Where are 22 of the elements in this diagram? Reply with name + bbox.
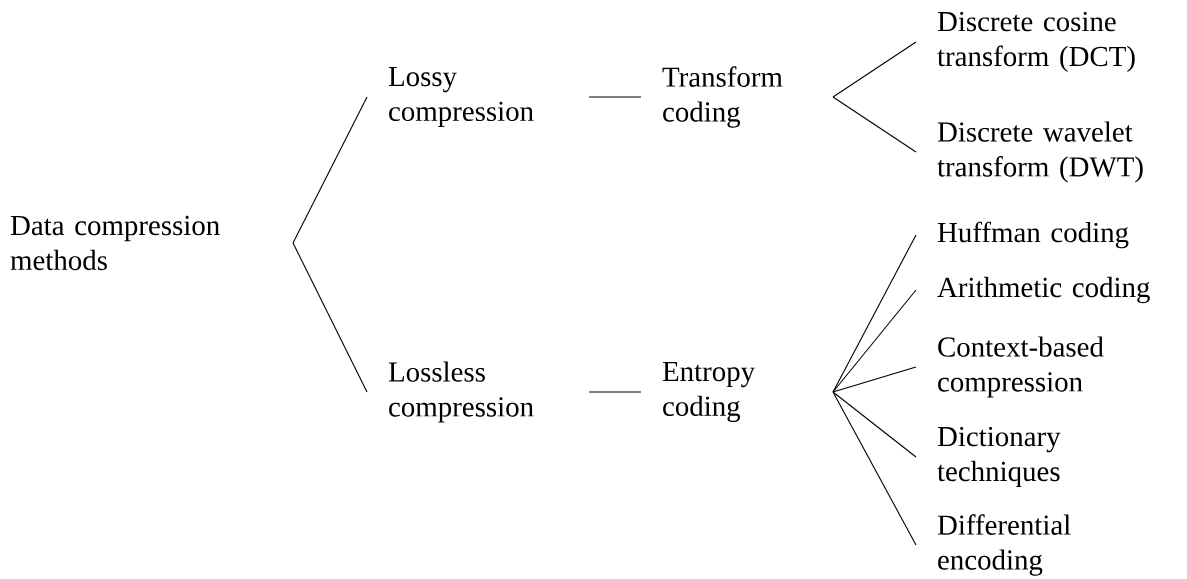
node-label: Context-based compression (938, 336, 1104, 398)
node-label: Transform coding (662, 66, 783, 128)
node-label: Discrete wavelet transform (DWT) (937, 121, 1143, 183)
node-label: Lossy compression (388, 67, 534, 127)
connector-line (832, 41, 917, 98)
node-label: Dictionary techniques (937, 426, 1061, 488)
connector-line (832, 391, 917, 458)
node-label: Discrete cosine transform (DCT) (937, 11, 1135, 73)
connector-line (832, 289, 917, 393)
connector-line (292, 242, 368, 393)
node-label: Entropy coding (662, 361, 755, 422)
node-label: Arithmetic coding (937, 276, 1150, 304)
connector-line (832, 96, 917, 153)
node-label: Data compression methods (10, 215, 220, 271)
connector-line (832, 391, 917, 546)
node-label: Differential encoding (937, 514, 1071, 576)
connector-line (832, 366, 917, 393)
node-label: Lossless compression (388, 361, 534, 423)
node-label: Huffman coding (937, 221, 1129, 249)
connector-line (588, 96, 642, 98)
connector-line (588, 391, 642, 393)
connector-line (292, 96, 368, 244)
